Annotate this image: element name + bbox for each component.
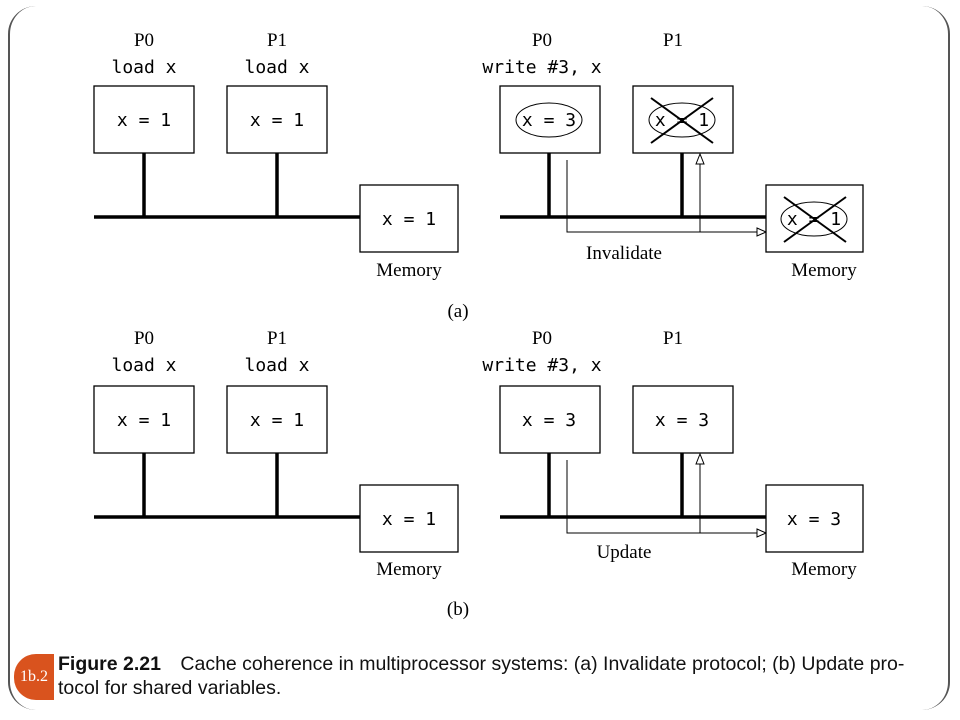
p1-label: P1 [267, 328, 287, 349]
memory-value: x = 3 [787, 509, 841, 530]
diagram-b-right: P0 P1 write #3, x x = 3 x = 3 Update x =… [482, 328, 864, 580]
p1-operation: load x [244, 57, 309, 78]
p0-cache-value: x = 3 [522, 410, 576, 431]
p0-cache-box [499, 385, 601, 454]
memory-label: Memory [791, 559, 857, 580]
slide-frame [8, 6, 950, 710]
p1-cache-box [226, 85, 328, 154]
memory-label: Memory [376, 559, 442, 580]
p1-operation: load x [244, 355, 309, 376]
p0-label: P0 [134, 30, 154, 51]
p0-cache-box [499, 85, 601, 154]
subfigure-a-tag: (a) [447, 301, 468, 322]
memory-value-highlight [780, 201, 848, 237]
p0-cache-value: x = 3 [522, 110, 576, 131]
p1-label: P1 [663, 328, 683, 349]
p0-cache-box [93, 385, 195, 454]
memory-label: Memory [791, 260, 857, 281]
p1-value-highlight [648, 102, 716, 138]
p0-operation: write #3, x [482, 355, 601, 376]
figure-caption: Figure 2.21 Cache coherence in multiproc… [58, 652, 928, 700]
p1-cache-box [632, 385, 734, 454]
p0-cache-value: x = 1 [117, 410, 171, 431]
invalidate-signal-path [566, 160, 757, 233]
memory-value: x = 1 [382, 209, 436, 230]
memory-box [359, 484, 459, 553]
p1-cache-value: x = 1 [250, 110, 304, 131]
p1-label: P1 [267, 30, 287, 51]
arrow-right-icon [756, 227, 768, 237]
invalidated-cross-icon [783, 196, 847, 243]
p1-cache-value: x = 3 [655, 410, 709, 431]
p1-label: P1 [663, 30, 683, 51]
bus-action-label: Update [597, 542, 652, 563]
bus-action-label: Invalidate [586, 243, 662, 264]
p0-operation: write #3, x [482, 57, 601, 78]
p0-label: P0 [134, 328, 154, 349]
diagram-b-left: P0 P1 load x load x x = 1 x = 1 x = 1 Me… [93, 328, 459, 580]
update-signal-path [566, 460, 757, 534]
p0-cache-box [93, 85, 195, 154]
figure-label: Figure 2.21 [58, 653, 161, 675]
caption-text: Cache coherence in multiprocessor system… [58, 653, 905, 699]
subfigure-b-tag: (b) [447, 599, 469, 620]
p0-label: P0 [532, 30, 552, 51]
cache-coherence-figure: P0 P1 load x load x x = 1 x = 1 x = 1 Me… [93, 30, 864, 620]
p0-label: P0 [532, 328, 552, 349]
arrow-up-icon [695, 452, 705, 465]
memory-box [765, 484, 864, 553]
p0-operation: load x [111, 355, 176, 376]
memory-value: x = 1 [382, 509, 436, 530]
p0-cache-value: x = 1 [117, 110, 171, 131]
p0-operation: load x [111, 57, 176, 78]
arrow-up-icon [695, 152, 705, 165]
p1-cache-value: x = 1 [250, 410, 304, 431]
diagram-a-right: P0 P1 write #3, x x = 3 x = 1 Invalidate… [482, 30, 864, 281]
p0-value-highlight [515, 102, 583, 138]
slide-number: 1b.2 [20, 668, 48, 685]
invalidated-cross-icon [650, 97, 714, 144]
slide-number-badge: 1b.2 [14, 654, 54, 700]
diagram-a-left: P0 P1 load x load x x = 1 x = 1 x = 1 Me… [93, 30, 459, 281]
p1-cache-box [226, 385, 328, 454]
arrow-right-icon [756, 528, 768, 538]
memory-label: Memory [376, 260, 442, 281]
memory-box [359, 184, 459, 253]
